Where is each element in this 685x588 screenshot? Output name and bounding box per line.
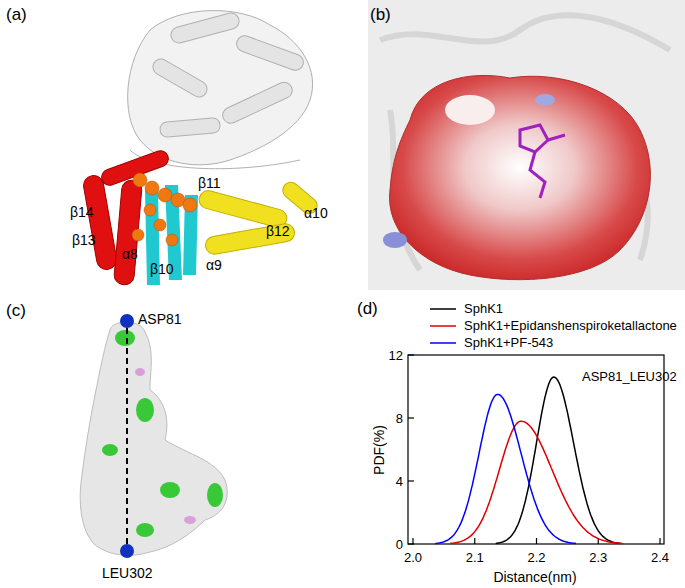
panel-label: β10 xyxy=(150,262,174,276)
legend-entry: SphK1+Epidanshenspiroketallactone xyxy=(430,319,677,332)
protein-cartoon xyxy=(128,11,313,169)
axis-ticks xyxy=(408,355,660,544)
panel-label: β14 xyxy=(70,205,94,219)
ligand-sticks xyxy=(520,125,565,198)
axis-tick xyxy=(474,538,475,544)
axis-label: 12 xyxy=(389,349,403,362)
axis-label: 0 xyxy=(396,538,403,551)
panel-label: (c) xyxy=(6,302,26,319)
polar-patch xyxy=(135,368,196,524)
pdf-curve xyxy=(450,421,623,543)
pdf-curve xyxy=(435,394,576,543)
panel-label: β13 xyxy=(72,233,96,247)
panel-label: ASP81 xyxy=(138,312,182,326)
electrostatic-surface xyxy=(390,75,651,279)
axis-tick xyxy=(659,538,660,544)
legend-text: SphK1+Epidanshenspiroketallactone xyxy=(464,319,677,332)
legend-entry: SphK1 xyxy=(430,302,503,315)
axis-tick xyxy=(412,538,413,544)
residue-sphere xyxy=(120,314,134,328)
residue-spheres xyxy=(132,173,197,246)
legend-line xyxy=(430,306,456,312)
panel-label: LEU302 xyxy=(102,566,153,580)
panel-label: (a) xyxy=(6,6,27,23)
axis-label: 2.2 xyxy=(527,551,545,564)
axis-label: 2.1 xyxy=(466,551,484,564)
panel-label: (d) xyxy=(357,300,378,317)
residue-sphere xyxy=(120,544,134,558)
helix-yellow xyxy=(197,179,320,256)
panel-label: α10 xyxy=(304,206,328,220)
axis-tick xyxy=(408,480,414,481)
panel-label: α8 xyxy=(122,247,138,261)
axis-label: Distance(nm) xyxy=(493,570,576,584)
panel-label: (b) xyxy=(370,6,391,23)
distance-line xyxy=(126,328,128,544)
positive-patch xyxy=(535,94,555,106)
pdf-curve xyxy=(496,377,621,543)
axis-label: 2.4 xyxy=(651,551,669,564)
panel-ground xyxy=(368,0,685,290)
legend-text: SphK1 xyxy=(464,302,503,315)
panel-label: α9 xyxy=(206,258,222,272)
positive-patch xyxy=(383,232,407,248)
legend-line xyxy=(430,323,456,329)
axis-label: ASP81_LEU302 xyxy=(582,370,677,383)
pocket-surface xyxy=(80,322,227,555)
panel-label: β12 xyxy=(266,224,290,238)
chart-axes xyxy=(408,355,664,544)
legend-text: SphK1+PF-543 xyxy=(464,336,553,349)
legend-line xyxy=(430,340,456,346)
axis-label: 2.0 xyxy=(404,551,422,564)
neutral-patch xyxy=(445,95,495,125)
axis-title: PDF(%) xyxy=(372,425,386,475)
axis-label: 2.3 xyxy=(589,551,607,564)
panel-label: β11 xyxy=(198,176,221,190)
axis-tick xyxy=(408,417,414,418)
legend-entry: SphK1+PF-543 xyxy=(430,336,553,349)
strand-cyan xyxy=(145,185,198,285)
axis-label: 4 xyxy=(396,475,403,488)
axis-label: 8 xyxy=(396,412,403,425)
hydrophobic-patch xyxy=(102,330,223,537)
axis-tick xyxy=(536,538,537,544)
pdf-curves xyxy=(435,377,623,543)
axis-tick xyxy=(408,354,414,355)
